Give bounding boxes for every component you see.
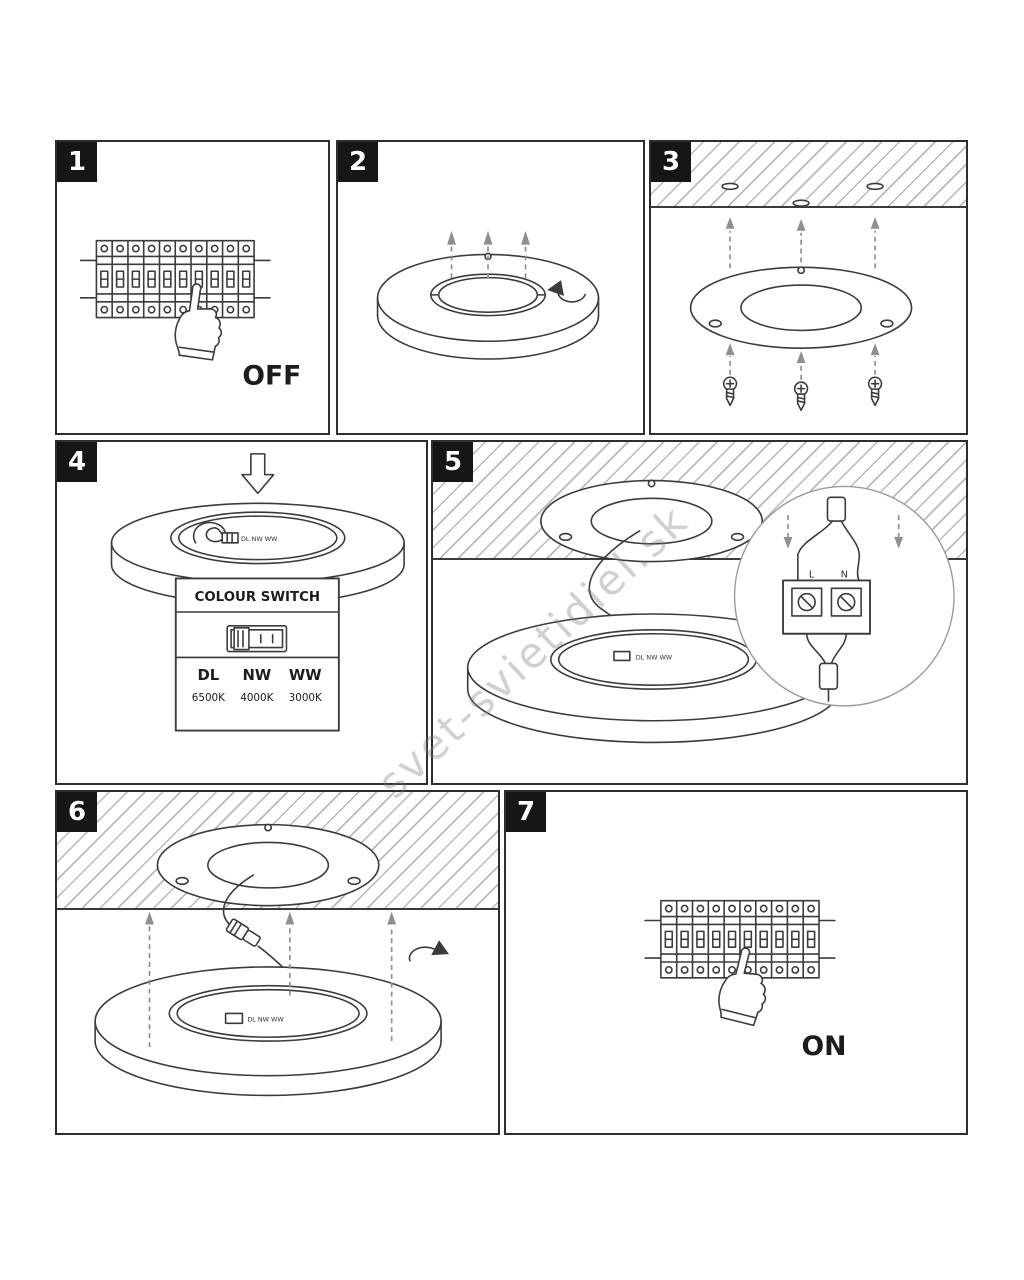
luminaire-drawing	[376, 252, 600, 360]
option-ww: WW	[289, 667, 322, 684]
step-6-panel: 6 DL NW WW	[55, 790, 500, 1135]
terminal-l-label: L	[809, 569, 815, 580]
terminal-n-label: N	[841, 569, 848, 580]
mounting-ring-drawing	[156, 823, 380, 907]
step-5-panel: 5 DL NW WW L	[431, 440, 968, 785]
power-on-label: ON	[801, 1031, 846, 1062]
wire-connector	[225, 918, 261, 947]
step-7-number: 7	[506, 792, 546, 832]
step-1-number: 1	[57, 142, 97, 182]
step-5-illustration: DL NW WW L N	[466, 479, 955, 744]
kelvin-nw: 4000K	[240, 692, 274, 704]
mounting-ring-drawing	[689, 266, 913, 349]
terminal-detail-magnifier: L N	[733, 485, 955, 707]
step-6-number: 6	[57, 792, 97, 832]
step-5-number: 5	[433, 442, 473, 482]
ceiling-holes	[721, 182, 884, 207]
ceiling-hatch	[651, 142, 966, 208]
step-6-illustration: DL NW WW	[94, 823, 449, 1097]
rotate-arrow-icon	[408, 940, 449, 962]
step-3-panel: 3	[649, 140, 968, 435]
step-2-number: 2	[338, 142, 378, 182]
down-arrow-icon	[241, 453, 275, 495]
step-7-panel: 7 ON	[504, 790, 968, 1135]
screw-to-ring-arrows	[725, 343, 880, 380]
mounting-ring-drawing	[540, 479, 764, 563]
breaker-panel-drawing	[79, 239, 271, 319]
connector-label: DL NW WW	[636, 653, 673, 661]
lift-arrows	[145, 911, 397, 1048]
step-2-panel: 2	[336, 140, 645, 435]
step-3-illustration	[689, 182, 913, 412]
luminaire-drawing: DL NW WW	[110, 502, 405, 605]
step-7-illustration: ON	[644, 899, 846, 1062]
step-4-illustration: DL NW WW COLOUR SWITCH DL NW WW 6500K	[110, 453, 405, 732]
lift-arrows	[447, 230, 530, 279]
kelvin-ww: 3000K	[289, 692, 323, 704]
power-off-label: OFF	[242, 361, 301, 392]
step-1-panel: 1 OFF	[55, 140, 330, 435]
luminaire-drawing: DL NW WW	[94, 966, 442, 1097]
ring-to-ceiling-arrows	[725, 216, 880, 269]
step-4-number: 4	[57, 442, 97, 482]
step-4-panel: 4 DL NW WW COLOUR SWITCH	[55, 440, 428, 785]
option-nw: NW	[242, 667, 271, 684]
kelvin-dl: 6500K	[192, 692, 226, 704]
screws	[722, 376, 883, 412]
supply-wire-upper	[222, 874, 255, 928]
colour-switch-box: COLOUR SWITCH DL NW WW 6500K 4000K 3000K	[174, 577, 340, 732]
slide-switch-drawing	[226, 625, 288, 653]
rotate-arrow-icon	[547, 280, 586, 303]
connector-label: DL NW WW	[247, 1015, 284, 1023]
connector-label: DL NW WW	[241, 535, 278, 543]
option-dl: DL	[198, 667, 220, 684]
step-3-number: 3	[651, 142, 691, 182]
colour-switch-title: COLOUR SWITCH	[195, 590, 320, 605]
step-2-illustration	[376, 230, 600, 360]
step-1-illustration: OFF	[79, 239, 301, 392]
